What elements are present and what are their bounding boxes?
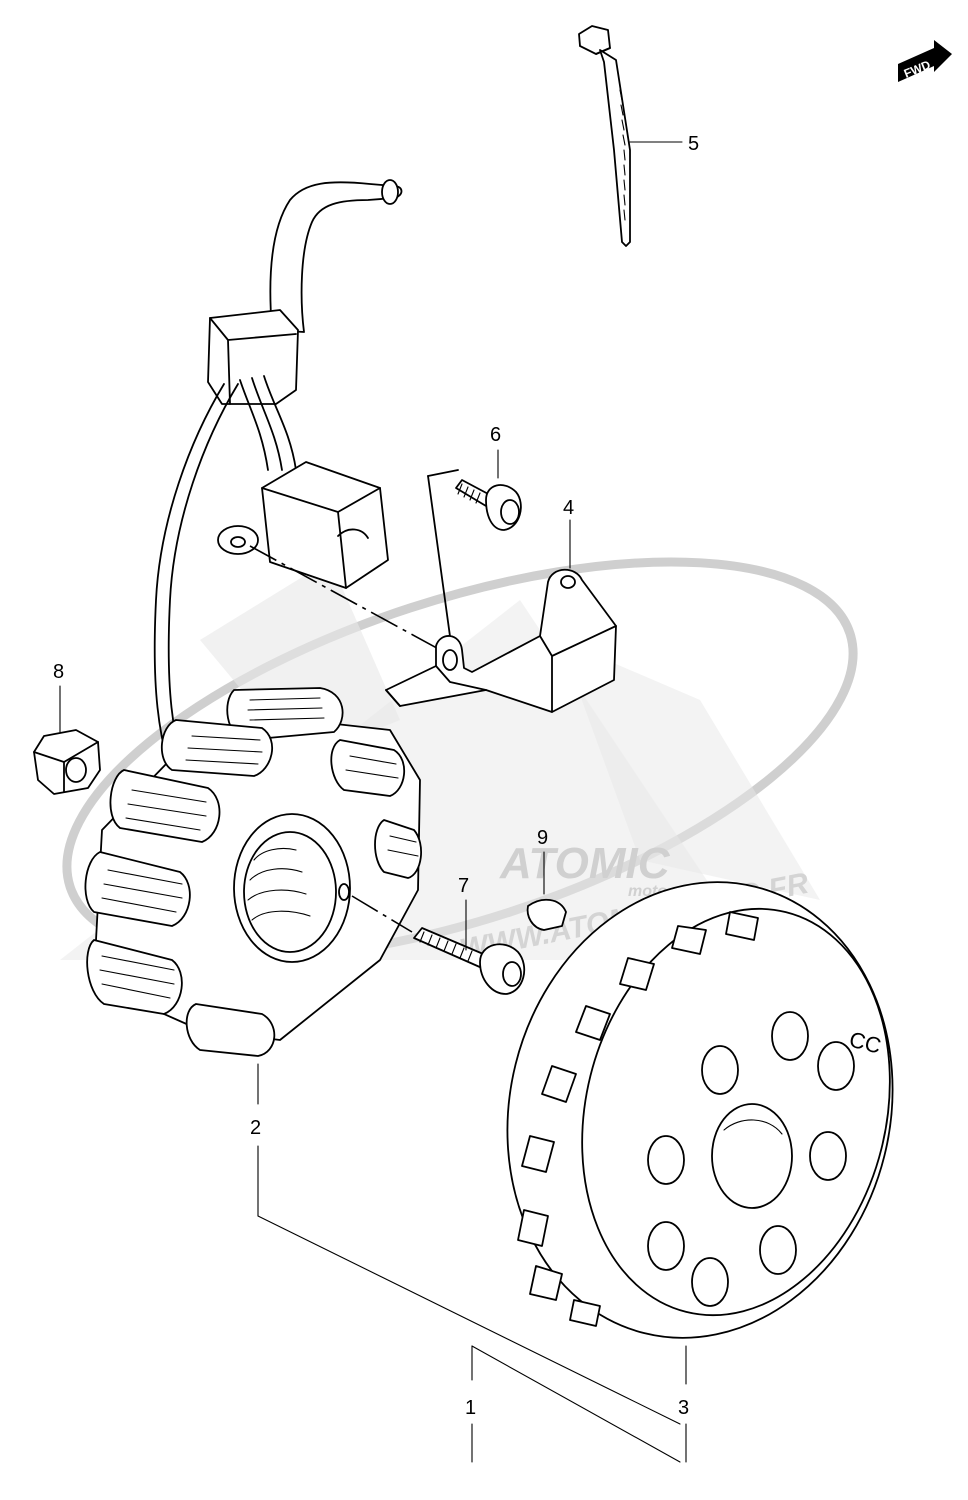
callout-5: 5 xyxy=(688,133,699,155)
callout-3: 3 xyxy=(678,1397,689,1419)
bolt-part-7 xyxy=(413,899,526,995)
callout-9: 9 xyxy=(537,827,548,849)
pulser-coil xyxy=(217,461,445,653)
fwd-arrow-badge: FWD xyxy=(898,40,952,82)
callout-2: 2 xyxy=(250,1117,261,1139)
callout-1: 1 xyxy=(465,1397,476,1419)
stator-part-2 xyxy=(84,687,422,1217)
callout-6: 6 xyxy=(490,424,501,446)
cable-tie-part-5 xyxy=(578,25,683,247)
assembly-bracket-part-1 xyxy=(257,1215,687,1463)
rotor-part-3: CC xyxy=(506,881,894,1385)
nut-part-8 xyxy=(33,685,101,795)
callout-8: 8 xyxy=(53,661,64,683)
callouts: 1 2 3 4 5 6 7 8 9 xyxy=(53,133,699,1419)
key-part-9 xyxy=(526,851,567,931)
watermark-brand: ATOMIC xyxy=(499,839,671,888)
callout-4: 4 xyxy=(563,497,574,519)
bracket-part-4 xyxy=(385,519,617,713)
callout-7: 7 xyxy=(458,875,469,897)
wire-harness xyxy=(153,179,403,801)
